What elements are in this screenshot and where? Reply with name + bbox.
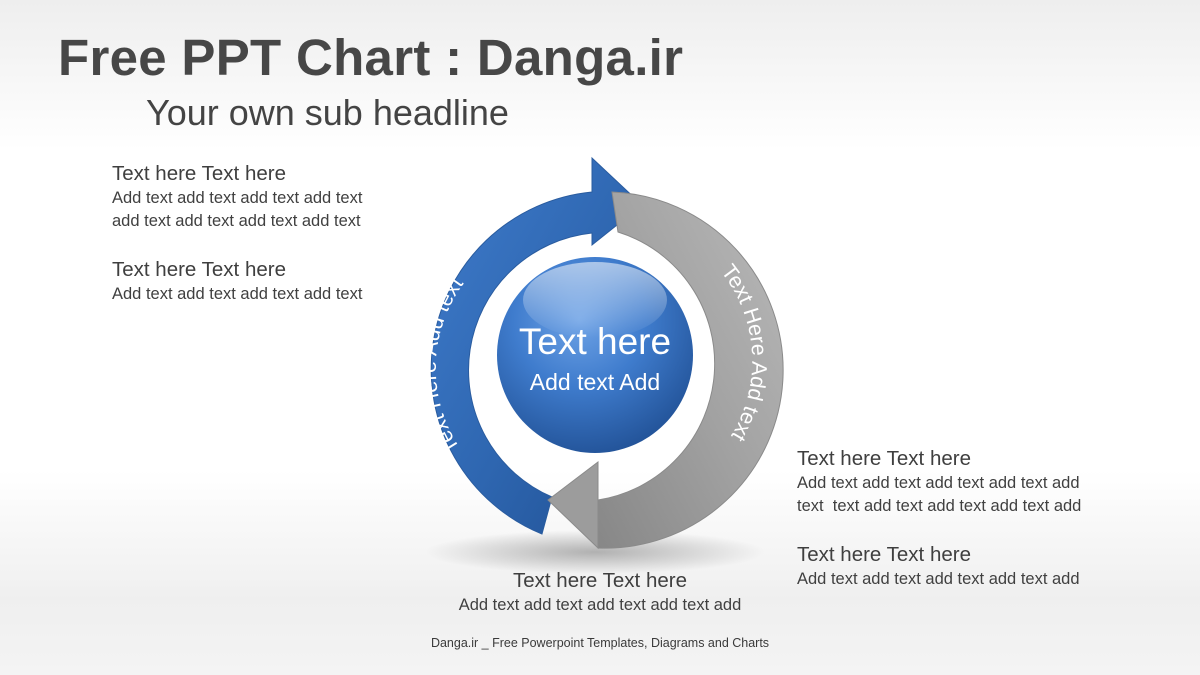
center-title: Text here	[519, 321, 671, 362]
text-block-left-1: Text here Text here Add text add text ad…	[112, 161, 362, 233]
block-line: Add text add text add text add text add	[797, 570, 1080, 588]
sphere-gloss	[523, 262, 667, 338]
block-line: add text add text add text add text	[112, 212, 361, 230]
block-heading: Text here Text here	[513, 569, 687, 592]
block-heading: Text here Text here	[797, 447, 971, 470]
footer: Danga.ir _ Free Powerpoint Templates, Di…	[430, 636, 770, 650]
cycle-diagram: Text Here Add text Text Here Add text Te…	[417, 156, 784, 574]
block-heading: Text here Text here	[112, 258, 286, 281]
page-title: Free PPT Chart : Danga.ir	[58, 29, 684, 86]
block-line: Add text add text add text add text	[112, 285, 363, 303]
block-line: text text add text add text add text add	[797, 497, 1082, 515]
page-subtitle: Your own sub headline	[146, 92, 509, 133]
text-block-right-1: Text here Text here Add text add text ad…	[797, 446, 1081, 518]
text-block-bottom: Text here Text here Add text add text ad…	[400, 568, 800, 617]
text-block-right-2: Text here Text here Add text add text ad…	[797, 542, 1080, 591]
cycle-arrow-gray-head	[547, 460, 599, 550]
block-heading: Text here Text here	[112, 162, 286, 185]
block-heading: Text here Text here	[797, 543, 971, 566]
center-subtitle: Add text Add	[530, 369, 660, 395]
block-line: Add text add text add text add text add	[458, 596, 742, 614]
block-line: Add text add text add text add text	[112, 189, 363, 207]
cycle-arrow-blue	[430, 156, 643, 535]
floor-shadow	[425, 530, 765, 574]
cycle-arrow-gray-body	[597, 191, 784, 549]
text-block-left-2: Text here Text here Add text add text ad…	[112, 257, 362, 306]
block-line: Add text add text add text add text add	[797, 474, 1080, 492]
